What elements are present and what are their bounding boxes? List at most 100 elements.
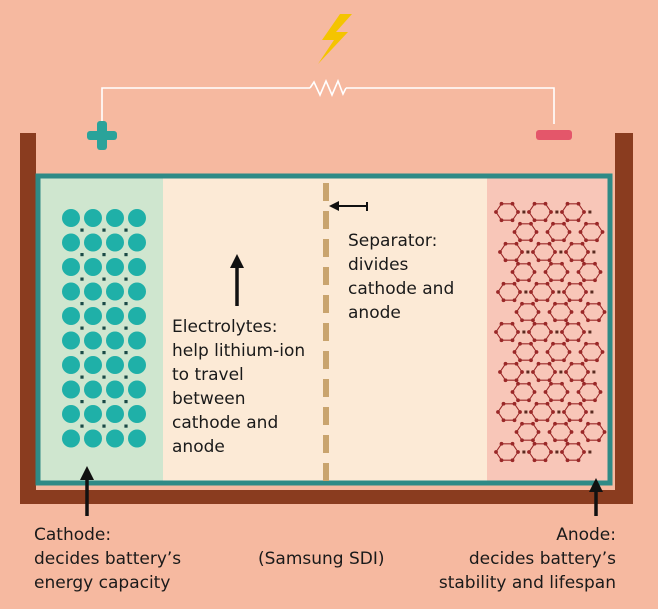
carbon-atom	[520, 301, 524, 306]
separator-membrane	[323, 183, 329, 481]
carbon-atom	[582, 210, 586, 214]
carbon-atom	[527, 261, 531, 266]
lithium-ion-dot	[102, 302, 106, 306]
carbon-atom	[498, 370, 502, 374]
lithium-ion-dot	[592, 250, 596, 254]
cathode-particle	[128, 380, 146, 399]
carbon-atom	[562, 341, 566, 346]
anode-label-line: Anode:	[556, 525, 616, 545]
carbon-atom	[543, 338, 548, 343]
lithium-ion-dot	[102, 375, 106, 379]
lithium-ion-dot	[124, 302, 128, 306]
source-credit: (Samsung SDI)	[258, 549, 385, 569]
cathode-particle	[106, 356, 124, 374]
carbon-atom	[547, 378, 552, 383]
carbon-atom	[598, 390, 603, 394]
carbon-atom	[564, 370, 568, 374]
lithium-ion-dot	[555, 450, 559, 454]
lithium-ion-dot	[124, 424, 128, 428]
carbon-atom	[518, 221, 522, 226]
cathode-particle	[128, 331, 146, 350]
carbon-atom	[531, 301, 535, 306]
carbon-atom	[545, 298, 550, 303]
carbon-atom	[527, 381, 531, 386]
carbon-atom	[560, 330, 564, 334]
carbon-atom	[564, 301, 568, 306]
carbon-atom	[529, 358, 533, 363]
lithium-ion-dot	[559, 250, 563, 254]
cathode-particle	[106, 331, 124, 350]
carbon-atom	[582, 330, 586, 334]
carbon-atom	[576, 321, 581, 326]
separator-segment	[323, 351, 329, 369]
lithium-ion-dot	[557, 410, 561, 414]
carbon-atom	[529, 221, 533, 226]
cathode-particle	[62, 233, 80, 252]
carbon-atom	[516, 278, 520, 283]
carbon-atom	[562, 358, 566, 363]
carbon-atom	[595, 221, 599, 226]
cathode-particle	[128, 405, 146, 423]
carbon-atom	[602, 430, 607, 434]
separator-label-line: cathode and	[348, 279, 455, 299]
carbon-atom	[532, 390, 537, 394]
carbon-atom	[582, 398, 586, 403]
electrolyte-arrow	[230, 254, 244, 306]
lightning-bolt-icon	[318, 14, 352, 64]
lithium-ion-dot	[80, 400, 84, 404]
carbon-atom	[560, 381, 564, 386]
lithium-ion-dot	[124, 277, 128, 281]
carbon-atom	[576, 458, 581, 463]
carbon-atom	[514, 310, 519, 314]
circuit-wire	[101, 87, 555, 124]
carbon-atom	[518, 238, 522, 243]
minus-terminal-icon	[536, 130, 572, 140]
lithium-ion-dot	[80, 253, 84, 257]
carbon-atom	[531, 438, 535, 443]
cathode-particle	[62, 282, 80, 301]
separator-segment	[323, 183, 329, 201]
carbon-atom	[543, 270, 548, 274]
lithium-ion-dot	[124, 326, 128, 330]
carbon-atom	[532, 458, 537, 463]
carbon-atom	[520, 250, 524, 254]
carbon-atom	[532, 338, 537, 343]
cathode-particle	[84, 233, 102, 252]
lithium-ion-dot	[559, 370, 563, 374]
resistor-icon	[309, 78, 347, 98]
carbon-atom	[512, 350, 517, 354]
carbon-atom	[510, 441, 515, 446]
carbon-atom	[501, 281, 506, 286]
carbon-atom	[527, 330, 531, 334]
carbon-atom	[536, 378, 541, 383]
carbon-atom	[578, 401, 583, 406]
carbon-atom	[543, 390, 548, 394]
separator-segment	[323, 407, 329, 425]
carbon-atom	[549, 210, 553, 214]
carbon-atom	[516, 398, 520, 403]
carbon-atom	[498, 250, 502, 254]
carbon-atom	[595, 238, 599, 243]
anode-label-line: stability and lifespan	[438, 573, 616, 593]
carbon-atom	[501, 298, 506, 303]
carbon-atom	[547, 241, 552, 246]
cathode-particle	[84, 209, 102, 227]
carbon-atom	[514, 258, 519, 263]
electrolytes-label-line: to travel	[172, 365, 244, 385]
lithium-ion-dot	[588, 330, 592, 334]
carbon-atom	[565, 338, 570, 343]
lithium-ion-dot	[80, 375, 84, 379]
separator-label: Separator: divides cathode and anode	[348, 229, 454, 325]
carbon-atom	[564, 318, 568, 323]
lithium-ion-dot	[522, 330, 526, 334]
lithium-ion-dot	[102, 400, 106, 404]
cathode-particle	[62, 331, 80, 350]
carbon-atom	[576, 338, 581, 343]
carbon-atom	[514, 241, 519, 246]
carbon-atom	[580, 378, 585, 383]
carbon-atom	[593, 381, 597, 386]
carbon-atom	[494, 330, 498, 334]
cathode-particle	[84, 282, 102, 301]
carbon-atom	[516, 210, 520, 214]
carbon-atom	[536, 430, 541, 434]
